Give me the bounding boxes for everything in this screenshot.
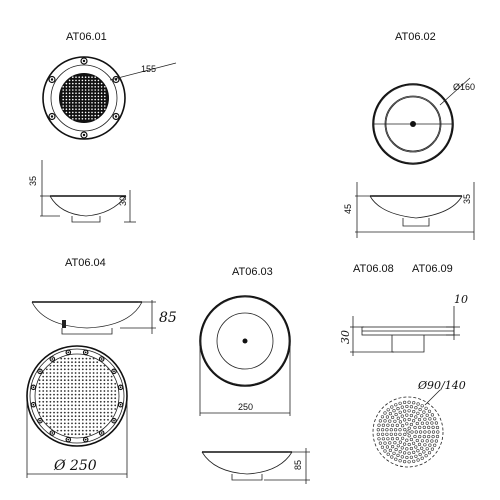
label-at0608: AT06.08 bbox=[353, 263, 394, 275]
dim-85b: 85 bbox=[293, 460, 303, 470]
at0608-side-view: 30 10 bbox=[339, 293, 468, 356]
at0603-front-view: 250 bbox=[199, 295, 291, 416]
at0601-side-view: 35 30 bbox=[28, 160, 136, 223]
at0609-front-view: Ø90/140 bbox=[372, 379, 466, 468]
label-at0609: AT06.09 bbox=[412, 263, 453, 275]
at0609-grille bbox=[376, 400, 440, 464]
at0601-grille bbox=[62, 76, 106, 120]
dim-85a: 85 bbox=[159, 310, 177, 326]
at0602-front-view: Ø160 bbox=[372, 77, 475, 165]
at0602-side-view: 45 35 bbox=[343, 182, 475, 240]
dim-30b: 30 bbox=[339, 330, 352, 344]
dim-35b: 35 bbox=[462, 194, 472, 204]
at0601-front-view: 155 bbox=[42, 56, 177, 140]
label-at0604: AT06.04 bbox=[65, 257, 106, 269]
dim-90-140: Ø90/140 bbox=[417, 379, 466, 392]
dim-45: 45 bbox=[343, 204, 353, 214]
at0601-screws bbox=[48, 57, 120, 139]
at0604-side-view: 85 bbox=[31, 300, 177, 335]
label-at0601: AT06.01 bbox=[66, 31, 107, 43]
dim-35a: 35 bbox=[28, 176, 38, 186]
dim-30a: 30 bbox=[118, 196, 128, 206]
dim-250b: 250 bbox=[238, 402, 253, 412]
label-at0603: AT06.03 bbox=[232, 266, 273, 278]
at0604-screws bbox=[30, 349, 124, 443]
at0604-front-view: Ø 250 bbox=[26, 345, 128, 478]
at0604-grille bbox=[38, 357, 117, 436]
dim-155: 155 bbox=[141, 64, 156, 74]
at0603-side-view: 85 bbox=[201, 448, 310, 484]
dim-250a: Ø 250 bbox=[53, 458, 97, 474]
dim-160: Ø160 bbox=[453, 82, 475, 92]
label-at0602: AT06.02 bbox=[395, 31, 436, 43]
dim-10: 10 bbox=[454, 293, 468, 306]
